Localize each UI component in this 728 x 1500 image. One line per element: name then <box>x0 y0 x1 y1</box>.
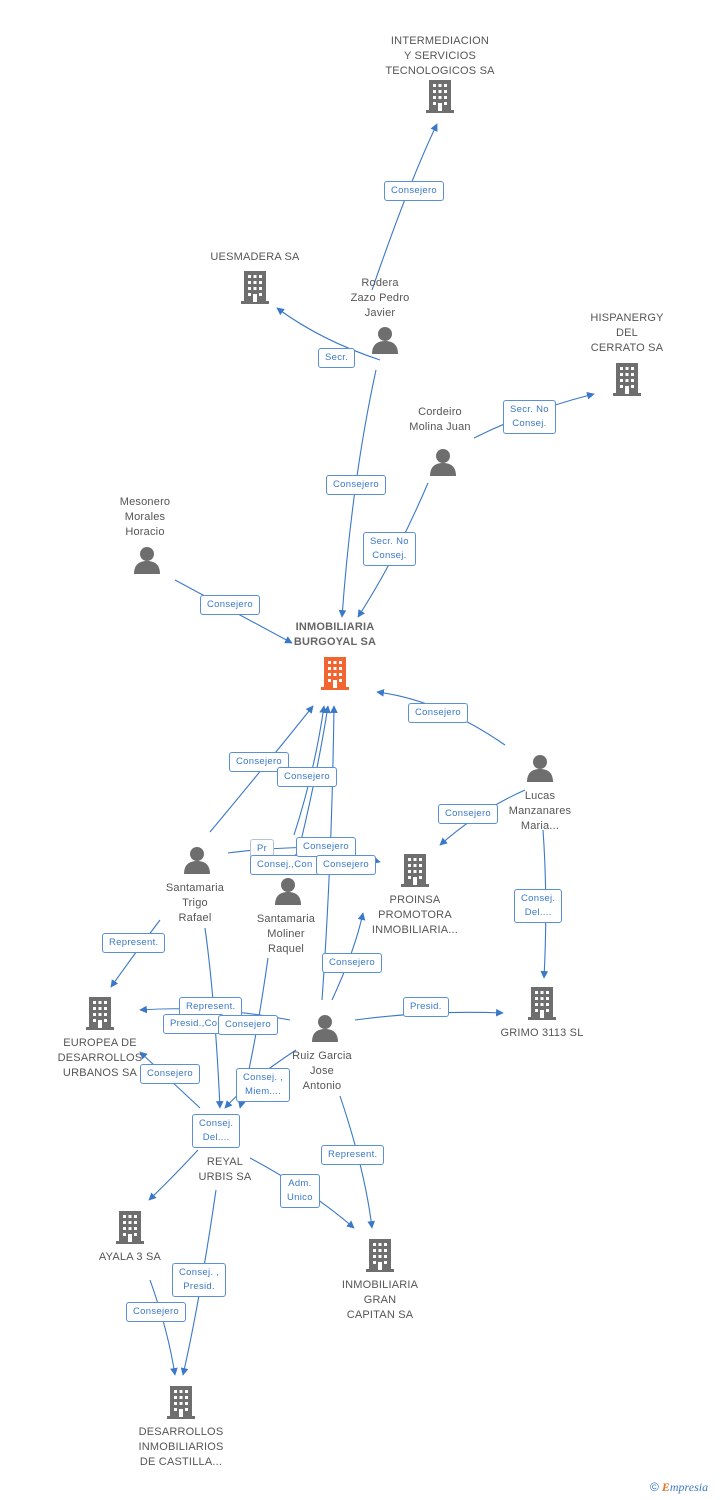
node-label: INMOBILIARIA BURGOYAL SA <box>293 621 377 648</box>
node-uesmadera[interactable]: UESMADERA SA <box>195 250 315 304</box>
building-icon <box>612 362 642 396</box>
edge-label[interactable]: Consejero <box>408 703 469 723</box>
edge-line <box>110 919 161 988</box>
person-icon <box>273 876 303 906</box>
edge-label[interactable]: Secr. <box>318 348 356 368</box>
node-label: Lucas Manzanares Maria... <box>508 790 572 832</box>
edge-label[interactable]: Consejero <box>438 804 499 824</box>
edge-label[interactable]: Consejero <box>384 181 445 201</box>
edge-label[interactable]: Consejero <box>296 837 357 857</box>
person-icon <box>428 447 458 477</box>
brand-initial: E <box>661 1480 670 1494</box>
edge-label[interactable]: Consej. , Miem.... <box>236 1068 291 1102</box>
node-label: REYAL URBIS SA <box>198 1156 252 1183</box>
edge-label[interactable]: Consej. , Presid. <box>172 1263 227 1297</box>
brand-name: mpresia <box>669 1480 709 1494</box>
building-icon <box>115 1210 145 1244</box>
node-ruiz[interactable]: Ruiz Garcia Jose Antonio <box>272 1013 372 1094</box>
node-intermediacion[interactable]: INTERMEDIACION Y SERVICIOS TECNOLOGICOS … <box>370 34 510 113</box>
node-desarrollos[interactable]: DESARROLLOS INMOBILIARIOS DE CASTILLA... <box>121 1385 241 1470</box>
edge-label[interactable]: Represent. <box>102 933 166 953</box>
node-label: INMOBILIARIA GRAN CAPITAN SA <box>341 1279 419 1321</box>
edge-line <box>149 1279 178 1376</box>
edge-label[interactable]: Consejero <box>229 752 290 772</box>
edge-label[interactable]: Presid. <box>403 997 449 1017</box>
node-label: UESMADERA SA <box>210 251 300 263</box>
node-proinsa[interactable]: PROINSA PROMOTORA INMOBILIARIA... <box>355 853 475 938</box>
edge-label[interactable]: Secr. No Consej. <box>503 400 556 434</box>
edge-line <box>339 1095 375 1229</box>
building-icon <box>527 986 557 1020</box>
edge-label[interactable]: Consej. Del.... <box>192 1114 241 1148</box>
edge-label[interactable]: Consejero <box>140 1064 201 1084</box>
edge-label[interactable]: Consej. Del.... <box>514 889 563 923</box>
building-icon <box>425 79 455 113</box>
building-icon <box>85 996 115 1030</box>
node-santamaria-trigo[interactable]: Santamaria Trigo Rafael <box>145 845 245 926</box>
node-label: Cordeiro Molina Juan <box>409 406 471 433</box>
person-icon <box>182 845 212 875</box>
node-label: INTERMEDIACION Y SERVICIOS TECNOLOGICOS … <box>385 35 495 77</box>
building-icon <box>166 1385 196 1419</box>
edge-label[interactable]: Consejero <box>218 1015 279 1035</box>
person-icon <box>525 753 555 783</box>
edge-label[interactable]: Consejero <box>316 855 377 875</box>
edge-line <box>148 1149 199 1201</box>
node-santamaria-moliner[interactable]: Santamaria Moliner Raquel <box>236 876 336 957</box>
node-hispanergy[interactable]: HISPANERGY DEL CERRATO SA <box>577 311 677 396</box>
node-label: AYALA 3 SA <box>98 1251 162 1263</box>
building-icon <box>400 853 430 887</box>
edge-label[interactable]: Consej.,Con <box>250 855 320 875</box>
node-cordeiro[interactable]: Cordeiro Molina Juan <box>390 405 490 477</box>
edge-label[interactable]: Consejero <box>277 767 338 787</box>
node-europea[interactable]: EUROPEA DE DESARROLLOS URBANOS SA <box>45 996 155 1081</box>
edge-line <box>276 307 381 361</box>
building-icon <box>365 1238 395 1272</box>
edge-label[interactable]: Secr. No Consej. <box>363 532 416 566</box>
edge-label[interactable]: Consejero <box>322 953 383 973</box>
edge-label[interactable]: Represent. <box>321 1145 385 1165</box>
node-label: Santamaria Trigo Rafael <box>165 882 225 924</box>
person-icon <box>310 1013 340 1043</box>
edge-label[interactable]: Adm. Unico <box>280 1174 320 1208</box>
edge-label[interactable]: Presid.,Co <box>163 1014 225 1034</box>
node-mesonero[interactable]: Mesonero Morales Horacio <box>95 495 195 575</box>
empresia-logo: ©Empresia <box>650 1480 708 1495</box>
person-icon <box>370 325 400 355</box>
node-ayala[interactable]: AYALA 3 SA <box>80 1210 180 1265</box>
node-label: EUROPEA DE DESARROLLOS URBANOS SA <box>57 1037 143 1079</box>
node-label: PROINSA PROMOTORA INMOBILIARIA... <box>371 894 459 936</box>
node-label: GRIMO 3113 SL <box>500 1027 584 1039</box>
node-gran-capitan[interactable]: INMOBILIARIA GRAN CAPITAN SA <box>320 1238 440 1323</box>
building-icon <box>320 656 350 690</box>
node-rodera[interactable]: Rodera Zazo Pedro Javier <box>330 276 430 355</box>
node-label: Mesonero Morales Horacio <box>119 496 171 538</box>
node-label: DESARROLLOS INMOBILIARIOS DE CASTILLA... <box>138 1426 224 1468</box>
building-icon <box>240 270 270 304</box>
node-reyal[interactable]: REYAL URBIS SA <box>175 1155 275 1185</box>
node-grimo[interactable]: GRIMO 3113 SL <box>487 986 597 1041</box>
node-burgoyal[interactable]: INMOBILIARIA BURGOYAL SA <box>270 620 400 690</box>
node-label: Santamaria Moliner Raquel <box>256 913 316 955</box>
node-lucas[interactable]: Lucas Manzanares Maria... <box>490 753 590 834</box>
node-label: Ruiz Garcia Jose Antonio <box>292 1050 352 1092</box>
edge-label[interactable]: Consejero <box>200 595 261 615</box>
edge-line <box>371 123 438 291</box>
node-label: Rodera Zazo Pedro Javier <box>350 277 410 319</box>
person-icon <box>132 545 162 575</box>
edge-label[interactable]: Consejero <box>326 475 387 495</box>
edge-label[interactable]: Consejero <box>126 1302 187 1322</box>
node-label: HISPANERGY DEL CERRATO SA <box>590 312 664 354</box>
copyright-symbol: © <box>650 1480 659 1494</box>
